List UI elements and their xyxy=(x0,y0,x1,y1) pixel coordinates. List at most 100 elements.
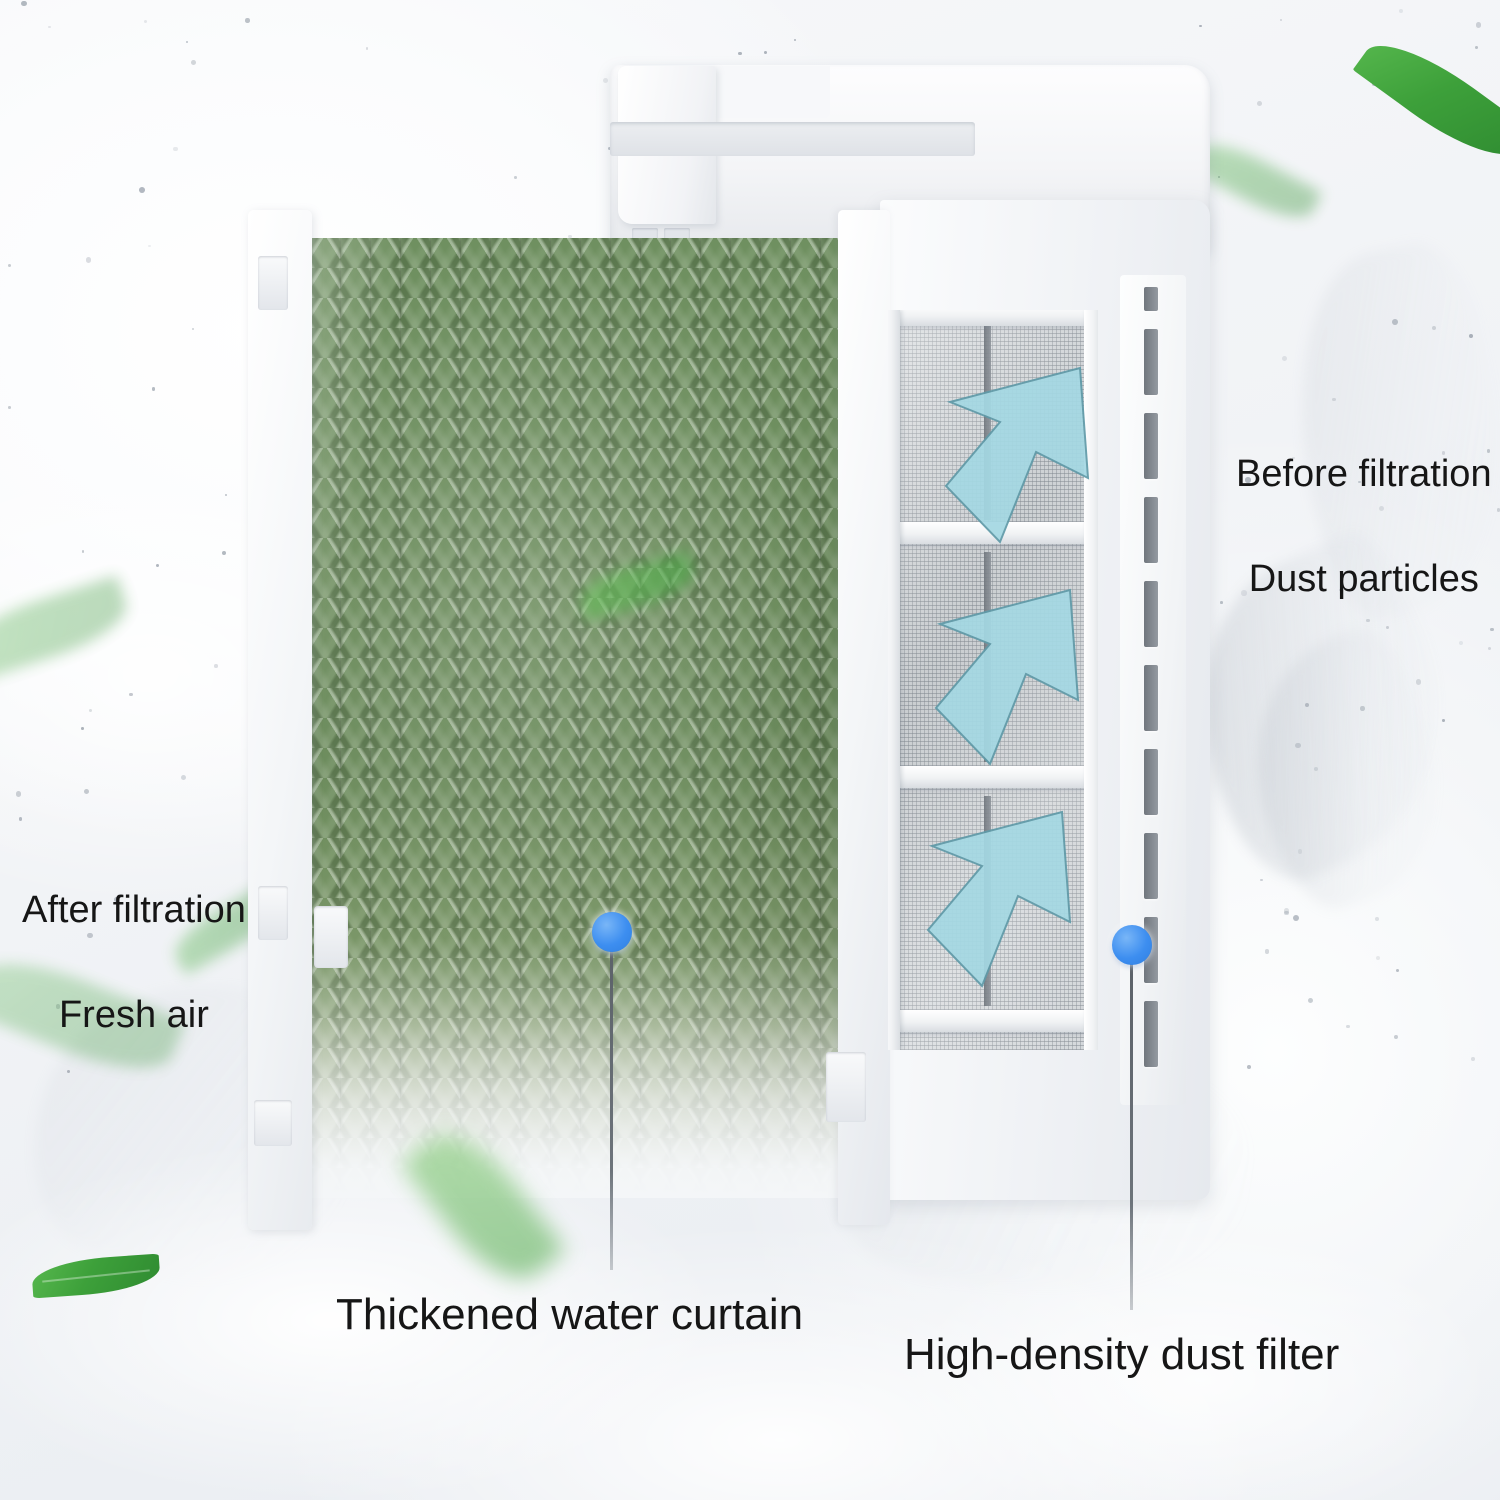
grid-rib xyxy=(888,766,1098,788)
water-curtain-pin-dot[interactable] xyxy=(592,912,632,952)
water-curtain-pin-line xyxy=(610,940,613,1270)
handle-notch xyxy=(710,66,830,118)
dust-speck xyxy=(1304,703,1309,708)
thickened-water-curtain xyxy=(310,238,850,1198)
dust-speck xyxy=(7,264,11,268)
dust-speck xyxy=(186,40,189,44)
dust-speck xyxy=(1431,325,1436,331)
filter-assembly xyxy=(240,60,1250,1270)
dust-speck xyxy=(129,692,134,697)
dust-speck xyxy=(1398,8,1404,14)
dust-speck xyxy=(66,1069,71,1074)
dust-speck xyxy=(7,405,11,409)
dust-speck xyxy=(568,235,572,239)
grid-rib xyxy=(888,1010,1098,1032)
dust-speck xyxy=(793,39,796,42)
dust-speck xyxy=(191,327,195,331)
vent-slot xyxy=(1144,665,1158,731)
dust-speck xyxy=(80,727,84,730)
dust-speck xyxy=(1293,914,1300,921)
vent-slot xyxy=(1144,413,1158,479)
dust-speck xyxy=(607,146,611,150)
dust-speck xyxy=(81,550,84,553)
dust-speck xyxy=(1281,355,1288,362)
ventilation-slot-column xyxy=(1120,275,1186,1105)
dust-speck xyxy=(1378,505,1385,512)
before-filtration-caption: Before filtration Dust particles xyxy=(1236,396,1492,658)
before-filtration-line2: Dust particles xyxy=(1248,558,1479,601)
dust-speck xyxy=(1358,481,1361,484)
dust-speck xyxy=(221,551,226,556)
dust-speck xyxy=(151,387,156,391)
dust-speck xyxy=(48,25,51,29)
dust-speck xyxy=(603,78,608,83)
dust-speck xyxy=(1376,955,1381,960)
vent-slot xyxy=(1144,581,1158,647)
dust-speck xyxy=(15,791,21,797)
dust-speck xyxy=(87,932,93,939)
dust-speck xyxy=(1486,449,1491,453)
before-filtration-line1: Before filtration xyxy=(1236,453,1492,496)
dust-speck xyxy=(1395,968,1399,972)
dust-speck xyxy=(1218,176,1221,179)
grid-rib xyxy=(888,310,900,1050)
dust-speck xyxy=(21,0,27,7)
dust-speck xyxy=(139,187,145,194)
grid-rib xyxy=(1084,310,1098,1050)
dust-speck xyxy=(365,46,369,50)
dust-speck xyxy=(1391,318,1398,325)
dust-speck xyxy=(1297,849,1303,854)
dust-speck xyxy=(1487,646,1491,650)
dust-speck xyxy=(1490,627,1495,632)
dust-speck xyxy=(245,18,250,23)
dust-speck xyxy=(85,257,92,263)
dust-speck xyxy=(1283,910,1289,916)
dust-speck xyxy=(1475,45,1479,50)
dust-speck xyxy=(1280,18,1283,21)
dust-speck xyxy=(1475,22,1481,28)
dust-speck xyxy=(173,146,178,152)
dust-speck xyxy=(1199,24,1202,28)
dust-speck xyxy=(1331,397,1336,402)
dust-filter-pin-dot[interactable] xyxy=(1112,925,1152,965)
vent-slot xyxy=(1144,833,1158,899)
dust-speck xyxy=(180,774,187,781)
grid-rib xyxy=(888,310,1098,326)
vent-slot xyxy=(1144,749,1158,815)
dust-speck xyxy=(1313,766,1319,772)
dust-speck xyxy=(1283,908,1289,914)
frame-clip xyxy=(258,886,288,940)
dust-speck xyxy=(1471,1057,1475,1061)
after-filtration-caption: After filtration Fresh air xyxy=(22,832,246,1094)
vent-slot xyxy=(1144,287,1158,311)
dust-speck xyxy=(1385,625,1390,630)
dust-speck xyxy=(1220,601,1223,604)
airflow-arrow-icon xyxy=(922,804,1072,994)
dust-speck xyxy=(1295,742,1301,749)
dust-speck xyxy=(113,897,119,903)
frame-clip xyxy=(314,906,348,968)
curtain-mist-fade xyxy=(310,938,850,1198)
vent-slot xyxy=(1144,1001,1158,1067)
dust-speck xyxy=(1339,588,1343,592)
left-frame-rail xyxy=(248,210,312,1230)
dust-speck xyxy=(1393,1034,1399,1039)
frame-clip xyxy=(254,1100,292,1146)
water-curtain-caption: Thickened water curtain xyxy=(336,1290,804,1339)
dust-speck xyxy=(1346,1024,1350,1029)
dust-speck xyxy=(1468,333,1474,339)
dust-speck xyxy=(144,20,148,24)
dust-speck xyxy=(88,709,92,713)
dust-speck xyxy=(1442,719,1446,723)
dust-speck xyxy=(155,563,160,568)
dust-speck xyxy=(1260,878,1263,882)
dust-filter-caption: High-density dust filter xyxy=(904,1330,1340,1379)
airflow-arrow-icon xyxy=(930,582,1080,772)
dust-speck xyxy=(1241,590,1247,596)
dust-speck xyxy=(1308,997,1314,1003)
dust-speck xyxy=(84,788,90,794)
dust-speck xyxy=(1245,477,1251,483)
dust-speck xyxy=(191,59,196,65)
dust-speck xyxy=(1415,679,1421,685)
